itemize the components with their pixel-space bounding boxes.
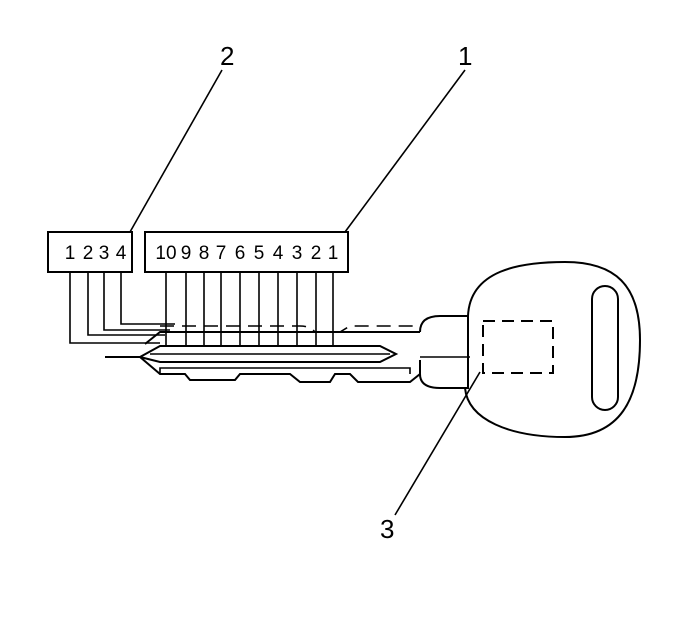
leader-line-2 — [129, 69, 223, 233]
small-box-number: 2 — [83, 243, 94, 264]
transponder-chip-outline — [482, 320, 554, 374]
large-box-number: 6 — [235, 243, 246, 264]
small-box-number: 3 — [99, 243, 110, 264]
callout-label-2: 2 — [220, 41, 234, 71]
large-box-number: 1 — [328, 243, 339, 264]
large-box-number: 10 — [155, 243, 176, 264]
small-box-number: 1 — [65, 243, 76, 264]
large-box-number: 8 — [199, 243, 210, 264]
callout-label-3: 3 — [380, 514, 394, 544]
cut-position-box-large — [144, 231, 349, 273]
cut-position-leads — [165, 272, 334, 346]
large-box-number: 4 — [273, 243, 284, 264]
leader-line-3 — [394, 371, 481, 516]
callout-label-1: 1 — [458, 41, 472, 71]
key-ring-slot — [591, 285, 619, 411]
large-box-number: 5 — [254, 243, 265, 264]
large-box-number: 3 — [292, 243, 303, 264]
large-box-number: 7 — [216, 243, 227, 264]
small-box-number: 4 — [116, 243, 127, 264]
leader-line-1 — [344, 69, 466, 233]
key-head — [464, 260, 642, 439]
key-blade — [105, 315, 470, 389]
cut-depth-leads — [69, 272, 175, 344]
large-box-number: 9 — [181, 243, 192, 264]
large-box-number: 2 — [311, 243, 322, 264]
cut-depth-box-small — [47, 231, 133, 273]
